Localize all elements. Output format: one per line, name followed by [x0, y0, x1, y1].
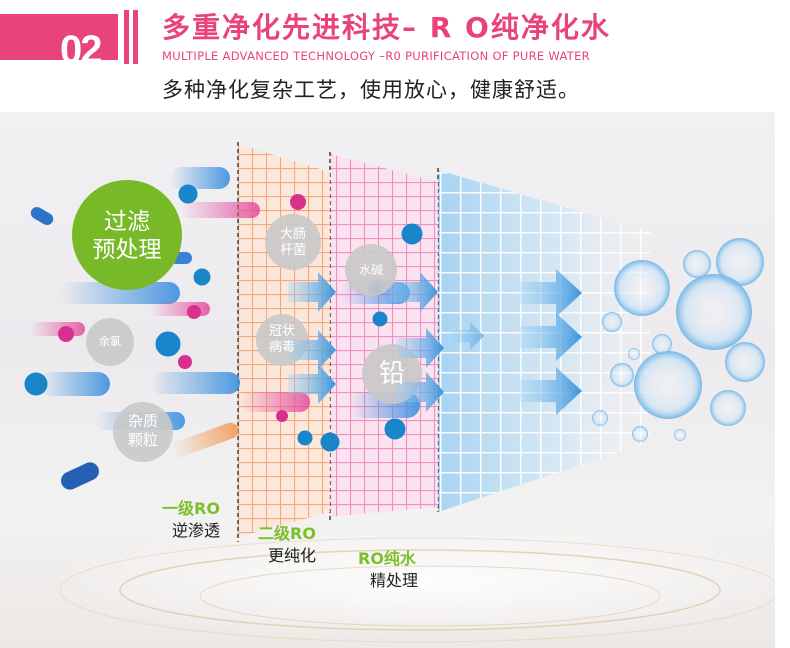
section-title-english: MULTIPLE ADVANCED TECHNOLOGY –R0 PURIFIC… [162, 49, 590, 63]
virus-line1: 冠状 [268, 324, 295, 339]
section-subtitle: 多种净化复杂工艺，使用放心，健康舒适。 [162, 78, 580, 102]
section-title: 多重净化先进科技– R O纯净化水 [162, 11, 611, 44]
ecoli-bubble: 大肠 杆菌 [265, 227, 321, 259]
ecoli-line2: 杆菌 [279, 243, 306, 258]
stage2-desc: 更纯化 [268, 546, 317, 565]
divider-bar [124, 10, 129, 64]
virus-bubble: 冠状 病毒 [256, 324, 308, 356]
particles-line2: 颗粒 [127, 431, 158, 449]
stage1-desc: 逆渗透 [172, 521, 221, 540]
section-number-badge: 02 [0, 14, 118, 72]
header: 02 多重净化先进科技– R O纯净化水 MULTIPLE ADVANCED T… [0, 0, 790, 110]
divider-bar [133, 10, 138, 64]
section-number: 02 [60, 28, 102, 72]
ecoli-line1: 大肠 [279, 227, 306, 242]
prefilter-line1: 过滤 [104, 209, 150, 235]
stage3-desc: 精处理 [370, 571, 419, 590]
stage3-title: RO纯水 [358, 549, 416, 568]
prefilter-bubble: 过滤 预处理 [72, 208, 182, 264]
stage2-title: 二级RO [258, 524, 316, 543]
particles-bubble: 杂质 颗粒 [113, 412, 173, 450]
lead-bubble: 铅 [378, 359, 405, 389]
particles-line1: 杂质 [127, 412, 158, 430]
filtration-illustration: 过滤 预处理 余氯 杂质 颗粒 大肠 杆菌 冠状 病毒 水碱 铅 一级RO 逆渗… [0, 112, 775, 648]
prefilter-line2: 预处理 [92, 237, 162, 263]
virus-line2: 病毒 [268, 340, 295, 355]
chlorine-bubble: 余氯 [99, 335, 121, 348]
filtration-artwork [24, 142, 775, 643]
alkali-bubble: 水碱 [358, 263, 383, 277]
stage1-title: 一级RO [162, 499, 220, 518]
